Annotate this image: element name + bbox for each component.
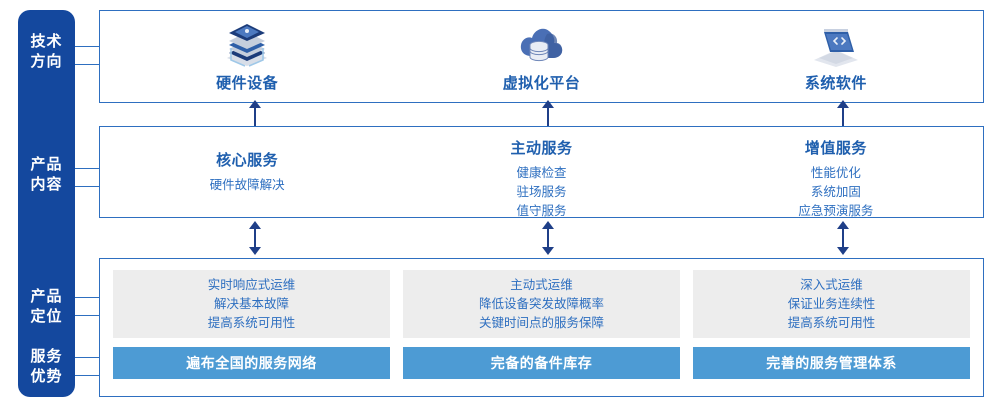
- content-item: 性能优化: [810, 166, 861, 180]
- position-item: 解决基本故障: [213, 296, 289, 311]
- content-column-value-added-service-title: 增值服务: [804, 140, 867, 157]
- rail-label-product-content: 产品 内容: [18, 155, 75, 195]
- rail-label-product-position: 产品 定位: [18, 287, 75, 327]
- content-item: 系统加固: [810, 185, 861, 199]
- rail-label-product-content-line2: 内容: [30, 176, 63, 193]
- tech-item-hardware[interactable]: 硬件设备: [100, 11, 394, 102]
- position-item: 关键时间点的服务保障: [478, 315, 604, 330]
- position-item: 实时响应式运维: [207, 277, 296, 292]
- connector-content-2: [75, 186, 100, 187]
- content-column-proactive-service-title: 主动服务: [510, 140, 573, 157]
- position-panel-realtime[interactable]: 实时响应式运维 解决基本故障 提高系统可用性: [113, 270, 390, 338]
- rail-label-tech-direction-line1: 技术: [30, 33, 63, 50]
- cloud-database-icon: [513, 20, 569, 68]
- advantage-bar-management-system[interactable]: 完善的服务管理体系: [693, 347, 970, 379]
- connector-content-1: [75, 168, 100, 169]
- product-position-row: 实时响应式运维 解决基本故障 提高系统可用性 主动式运维 降低设备突发故障概率 …: [113, 270, 970, 338]
- position-item: 降低设备突发故障概率: [478, 296, 604, 311]
- arrow-up-hardware: [248, 100, 262, 127]
- position-item: 深入式运维: [800, 277, 863, 292]
- rail-label-service-advantage: 服务 优势: [18, 347, 75, 387]
- position-panel-indepth[interactable]: 深入式运维 保证业务连续性 提高系统可用性: [693, 270, 970, 338]
- tech-item-virtualization-label: 虚拟化平台: [502, 75, 581, 92]
- connector-tech-2: [75, 64, 100, 65]
- advantage-bar-spare-parts[interactable]: 完备的备件库存: [403, 347, 680, 379]
- content-item: 值守服务: [516, 204, 567, 218]
- arrow-up-virtualization: [541, 100, 555, 127]
- content-column-core-service[interactable]: 核心服务 硬件故障解决: [100, 127, 394, 217]
- tech-item-hardware-label: 硬件设备: [216, 75, 279, 92]
- arrow-bidirectional-left: [248, 221, 262, 255]
- position-item: 保证业务连续性: [787, 296, 876, 311]
- tech-item-system-software[interactable]: 系统软件: [689, 11, 983, 102]
- connector-position-2: [75, 315, 100, 316]
- rail-label-service-advantage-line2: 优势: [30, 368, 63, 385]
- connector-position-1: [75, 297, 100, 298]
- rail-label-tech-direction-line2: 方向: [30, 53, 63, 70]
- tech-direction-box: 硬件设备 虚拟化平台: [99, 10, 984, 103]
- connector-tech-1: [75, 46, 100, 47]
- tech-item-virtualization[interactable]: 虚拟化平台: [394, 11, 688, 102]
- content-item: 健康检查: [516, 166, 567, 180]
- rail-label-product-content-line1: 产品: [30, 156, 63, 173]
- rail-label-product-position-line2: 定位: [30, 308, 63, 325]
- rail-label-product-position-line1: 产品: [30, 288, 63, 305]
- content-item: 应急预演服务: [798, 204, 874, 218]
- laptop-code-icon: [808, 20, 864, 68]
- connector-advantage-1: [75, 357, 100, 358]
- position-item: 主动式运维: [510, 277, 573, 292]
- server-stack-icon: [219, 20, 275, 68]
- service-advantage-row: 遍布全国的服务网络 完备的备件库存 完善的服务管理体系: [113, 347, 970, 379]
- product-content-box: 核心服务 硬件故障解决 主动服务 健康检查 驻场服务 值守服务 增值服务 性能优…: [99, 126, 984, 218]
- arrow-bidirectional-right: [836, 221, 850, 255]
- arrow-bidirectional-center: [541, 221, 555, 255]
- position-item: 提高系统可用性: [207, 315, 296, 330]
- rail-label-service-advantage-line1: 服务: [30, 348, 63, 365]
- position-panel-proactive[interactable]: 主动式运维 降低设备突发故障概率 关键时间点的服务保障: [403, 270, 680, 338]
- content-column-proactive-service[interactable]: 主动服务 健康检查 驻场服务 值守服务: [394, 127, 688, 218]
- position-item: 提高系统可用性: [787, 315, 876, 330]
- content-column-value-added-service[interactable]: 增值服务 性能优化 系统加固 应急预演服务: [689, 127, 983, 218]
- product-position-advantage-box: 实时响应式运维 解决基本故障 提高系统可用性 主动式运维 降低设备突发故障概率 …: [99, 258, 984, 397]
- content-item: 驻场服务: [516, 185, 567, 199]
- arrow-up-system-software: [836, 100, 850, 127]
- tech-item-system-software-label: 系统软件: [804, 75, 867, 92]
- content-item: 硬件故障解决: [209, 178, 285, 192]
- category-rail: 技术 方向 产品 内容 产品 定位 服务 优势: [18, 10, 75, 397]
- rail-label-tech-direction: 技术 方向: [18, 32, 75, 72]
- connector-advantage-2: [75, 375, 100, 376]
- advantage-bar-network[interactable]: 遍布全国的服务网络: [113, 347, 390, 379]
- content-column-core-service-title: 核心服务: [216, 152, 279, 169]
